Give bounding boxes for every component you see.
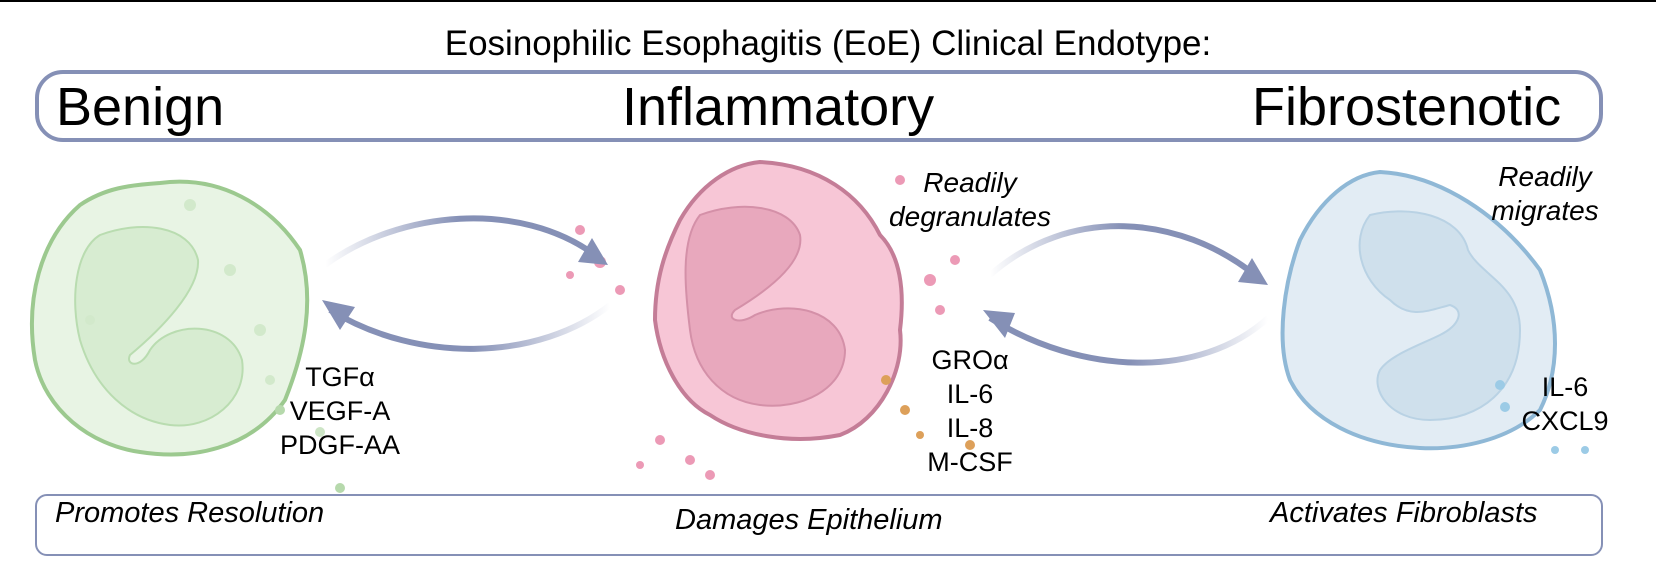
- outcome-fibrostenotic: Activates Fibroblasts: [1270, 497, 1538, 529]
- fibrostenotic-eosinophil-icon: [1280, 169, 1589, 454]
- top-border: [0, 0, 1656, 2]
- outcome-benign: Promotes Resolution: [55, 497, 325, 529]
- fibrostenotic-note: Readily migrates: [1491, 161, 1599, 226]
- figure-title: Eosinophilic Esophagitis (EoE) Clinical …: [444, 24, 1212, 63]
- benign-cytokines: TGFα VEGF-A PDGF-AA: [279, 362, 400, 460]
- benign-eosinophil-icon: [30, 179, 345, 493]
- label-inflammatory: Inflammatory: [622, 77, 935, 137]
- endotype-header-box: [35, 70, 1603, 142]
- inflammatory-cytokines: GROα IL-6 IL-8 M-CSF: [927, 345, 1013, 477]
- label-benign: Benign: [56, 77, 225, 137]
- outcome-footer-box: [35, 494, 1603, 556]
- inflammatory-note: Readily degranulates: [889, 167, 1051, 232]
- fibrostenotic-cytokines: IL-6 CXCL9: [1521, 372, 1609, 436]
- label-fibrostenotic: Fibrostenotic: [1252, 77, 1562, 137]
- arrow-icon: [322, 215, 1271, 366]
- outcome-inflammatory: Damages Epithelium: [675, 504, 943, 536]
